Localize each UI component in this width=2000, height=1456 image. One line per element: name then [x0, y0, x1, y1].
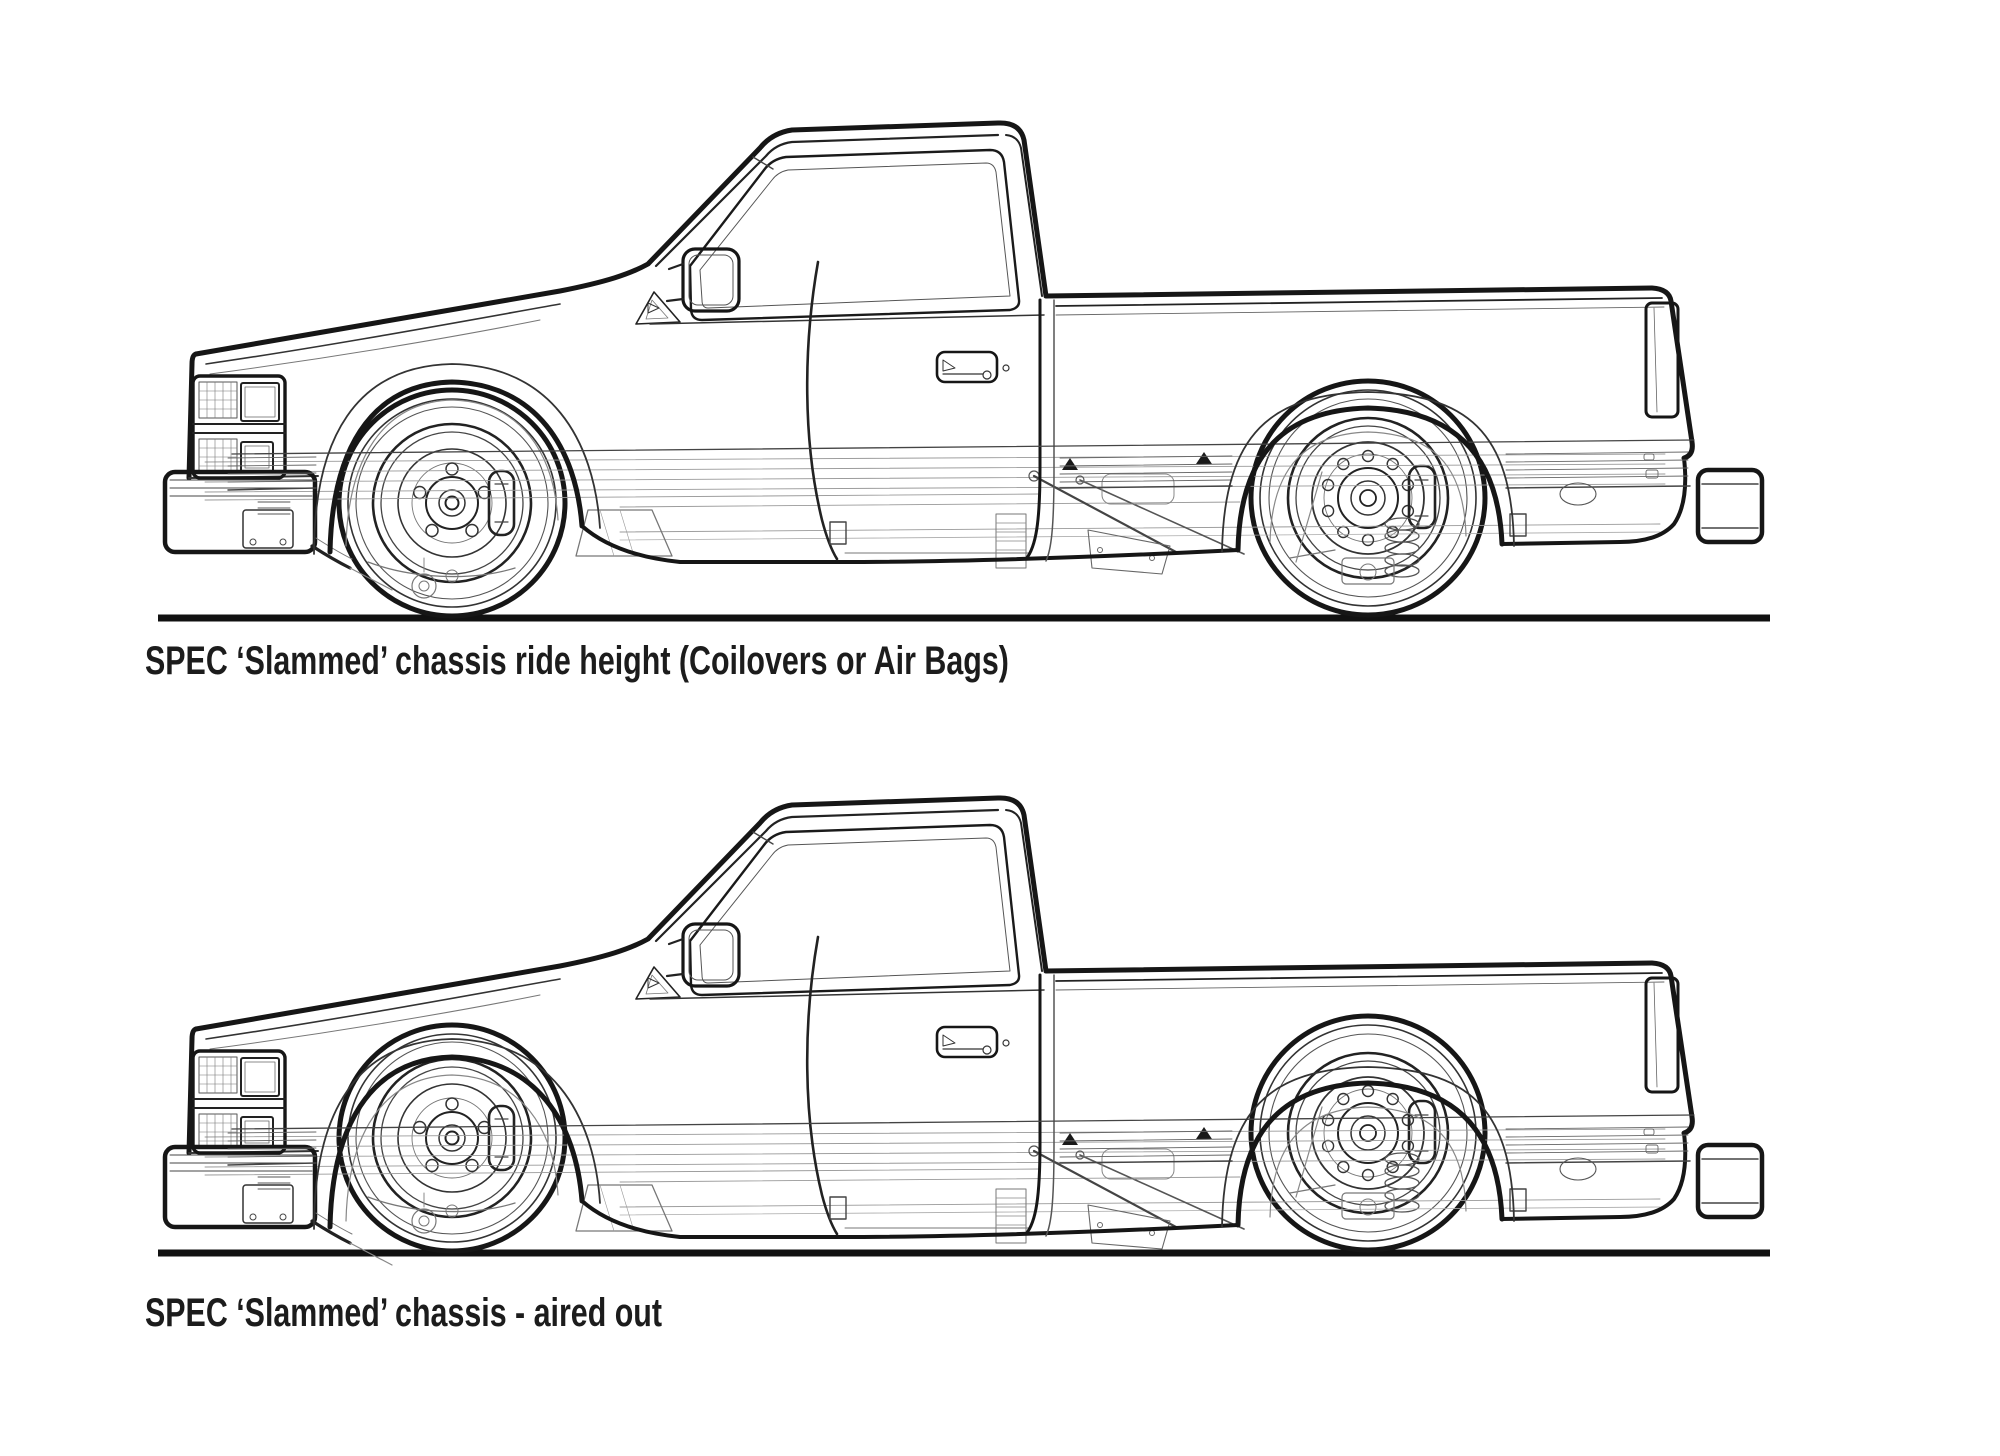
truck-body-ride-height: [165, 123, 1762, 590]
figure-caption-slammed-ride-height: SPEC ‘Slammed’ chassis ride height (Coil…: [145, 639, 1009, 683]
figure-slammed-ride-height: [130, 57, 1830, 642]
figure-caption-aired-out: SPEC ‘Slammed’ chassis - aired out: [145, 1291, 663, 1335]
truck-body-lowered: [165, 798, 1762, 1265]
running-gear: [158, 381, 1770, 618]
figure-aired-out: [130, 692, 1830, 1277]
